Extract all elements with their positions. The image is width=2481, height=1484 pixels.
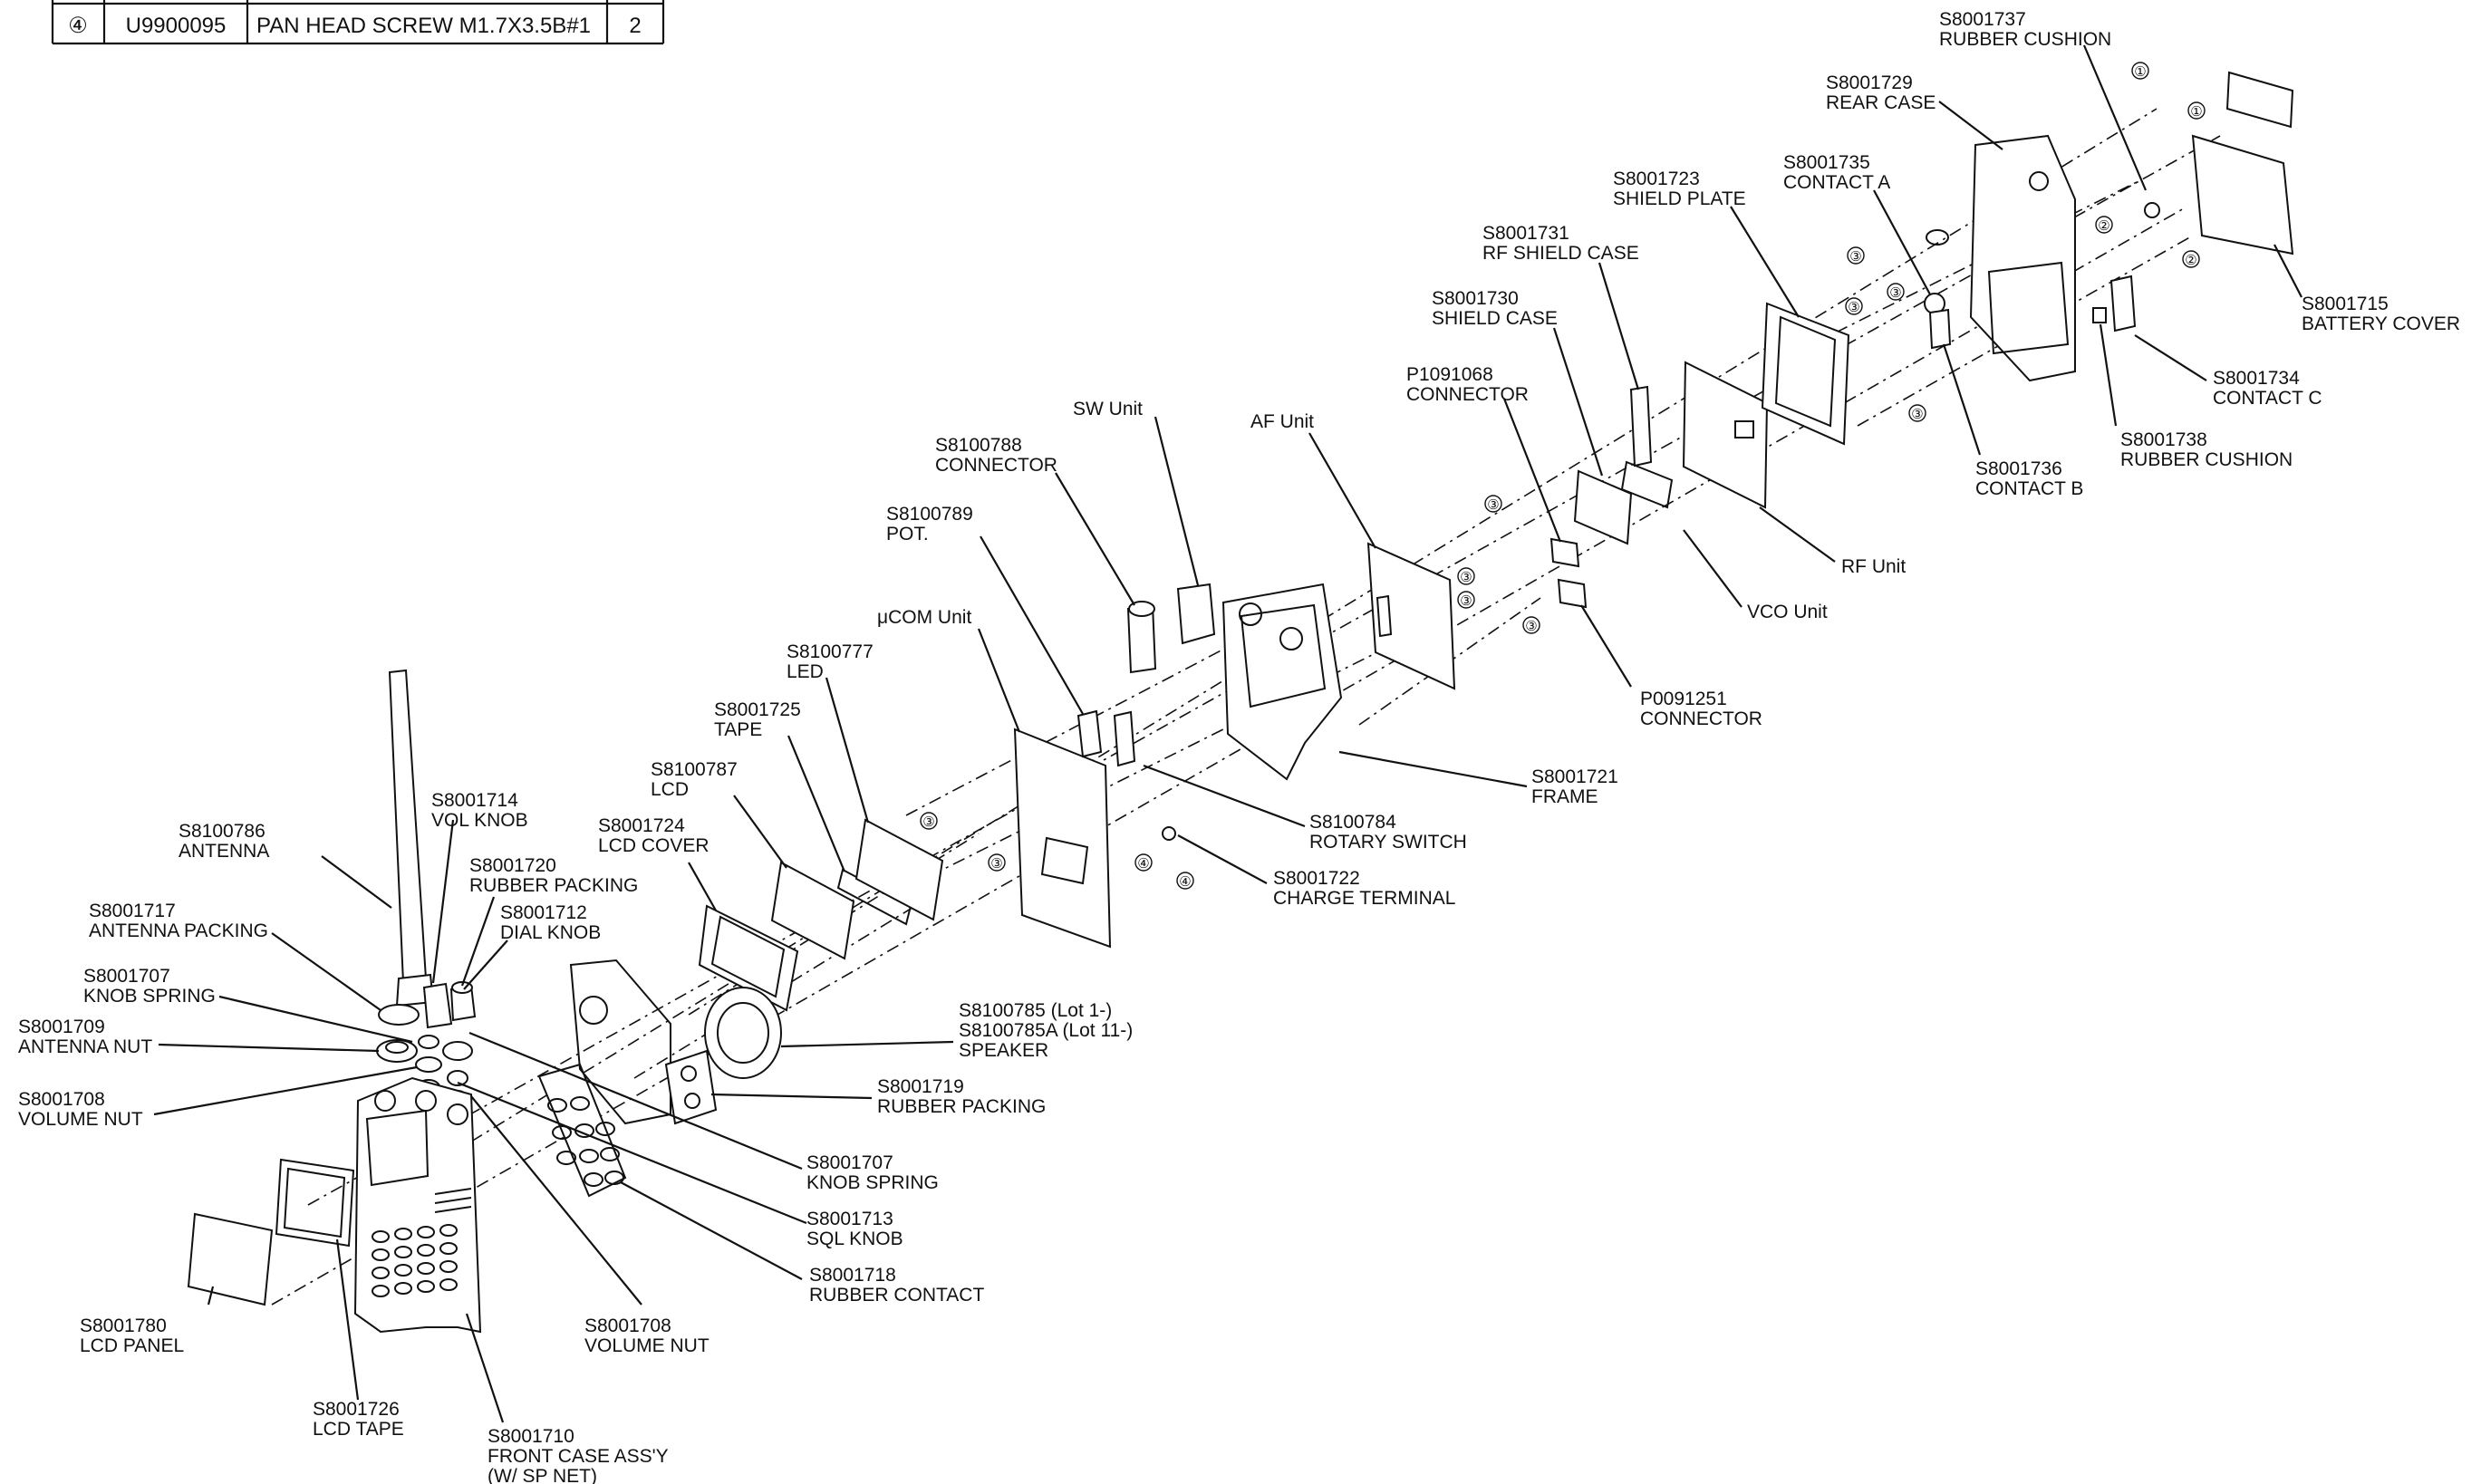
- screw-mark: ③: [1460, 593, 1472, 609]
- table-cell-ref: ④: [68, 14, 88, 38]
- frame-part: [1221, 583, 1343, 781]
- screw-mark: ③: [1848, 300, 1859, 315]
- screw-mark: ③: [1889, 285, 1901, 301]
- charge-terminal-part: [1162, 826, 1176, 841]
- screw-mark: ①: [2134, 64, 2146, 80]
- screw-mark: ③: [1849, 249, 1861, 265]
- screw-mark: ③: [1911, 407, 1923, 422]
- leader-lines: [153, 44, 2302, 1423]
- callout-af-unit: AF Unit: [1250, 411, 1314, 432]
- rubber-cushion-1737-part: [2144, 202, 2160, 218]
- screw-mark: ③: [990, 856, 1002, 872]
- callout-ucom-unit: μCOM Unit: [877, 607, 971, 628]
- af-unit-part: [1366, 542, 1456, 690]
- rotary-switch-part: [1113, 710, 1136, 767]
- rubber-contact-part: [537, 1063, 627, 1198]
- part-drawings: [187, 71, 2294, 1334]
- lcd-part: [770, 861, 855, 960]
- shield-case-part: [1573, 469, 1633, 545]
- screw-markers: ① ① ② ② ③ ③ ③ ③ ③ ③ ③ ③ ③ ③ ④ ④: [920, 62, 2206, 890]
- connector-p1091068-part: [1549, 537, 1580, 568]
- antenna-packing-part: [378, 1004, 420, 1026]
- callout-s8100785: S8100785 (Lot 1-)S8100785A (Lot 11-)SPEA…: [959, 1000, 1133, 1061]
- speaker-part: [704, 987, 782, 1079]
- shield-plate-part: [1761, 302, 1850, 446]
- screw-mark: ③: [922, 814, 934, 830]
- screw-mark: ②: [2185, 253, 2196, 268]
- rf-unit-part: [1682, 361, 1769, 509]
- screw-mark: ④: [1137, 856, 1149, 872]
- pot-part: [1076, 709, 1103, 758]
- table-cell-part-number: U9900095: [126, 14, 227, 38]
- screw-mark: ①: [2190, 104, 2202, 120]
- lcd-panel-part: [187, 1212, 274, 1306]
- table-cell-description: PAN HEAD SCREW M1.7X3.5B#1: [256, 14, 591, 38]
- rear-case-part: [1969, 134, 2076, 382]
- ucom-unit-part: [1013, 728, 1112, 949]
- lcd-cover-part: [698, 904, 799, 1012]
- parts-table: ④ U9900095 PAN HEAD SCREW M1.7X3.5B#1 2: [51, 0, 665, 45]
- contact-c-part: [2109, 275, 2137, 332]
- callout-sw-unit: SW Unit: [1073, 399, 1143, 419]
- callout-rf-unit: RF Unit: [1841, 556, 1906, 577]
- table-cell-qty: 2: [629, 14, 641, 38]
- battery-cover-part: [2191, 134, 2294, 255]
- connector-p0091251-part: [1557, 578, 1588, 609]
- screw-mark: ③: [1525, 619, 1537, 634]
- screw-mark: ④: [1179, 874, 1191, 890]
- rubber-cushion-1738-part: [2092, 307, 2107, 323]
- rubber-packing-part: [664, 1049, 718, 1125]
- screw-mark: ③: [1487, 497, 1499, 513]
- antenna-part: [388, 669, 428, 985]
- callout-vco-unit: VCO Unit: [1747, 602, 1828, 622]
- screw-mark: ②: [2098, 218, 2109, 234]
- led-part: [854, 818, 944, 921]
- contact-b-part: [1928, 308, 1952, 350]
- vol-knob-part: [422, 982, 453, 1029]
- sw-unit-part: [1176, 583, 1216, 645]
- rf-shield-case-part: [1629, 385, 1653, 467]
- screw-mark: ③: [1460, 570, 1472, 585]
- lcd-tape-part: [275, 1158, 355, 1248]
